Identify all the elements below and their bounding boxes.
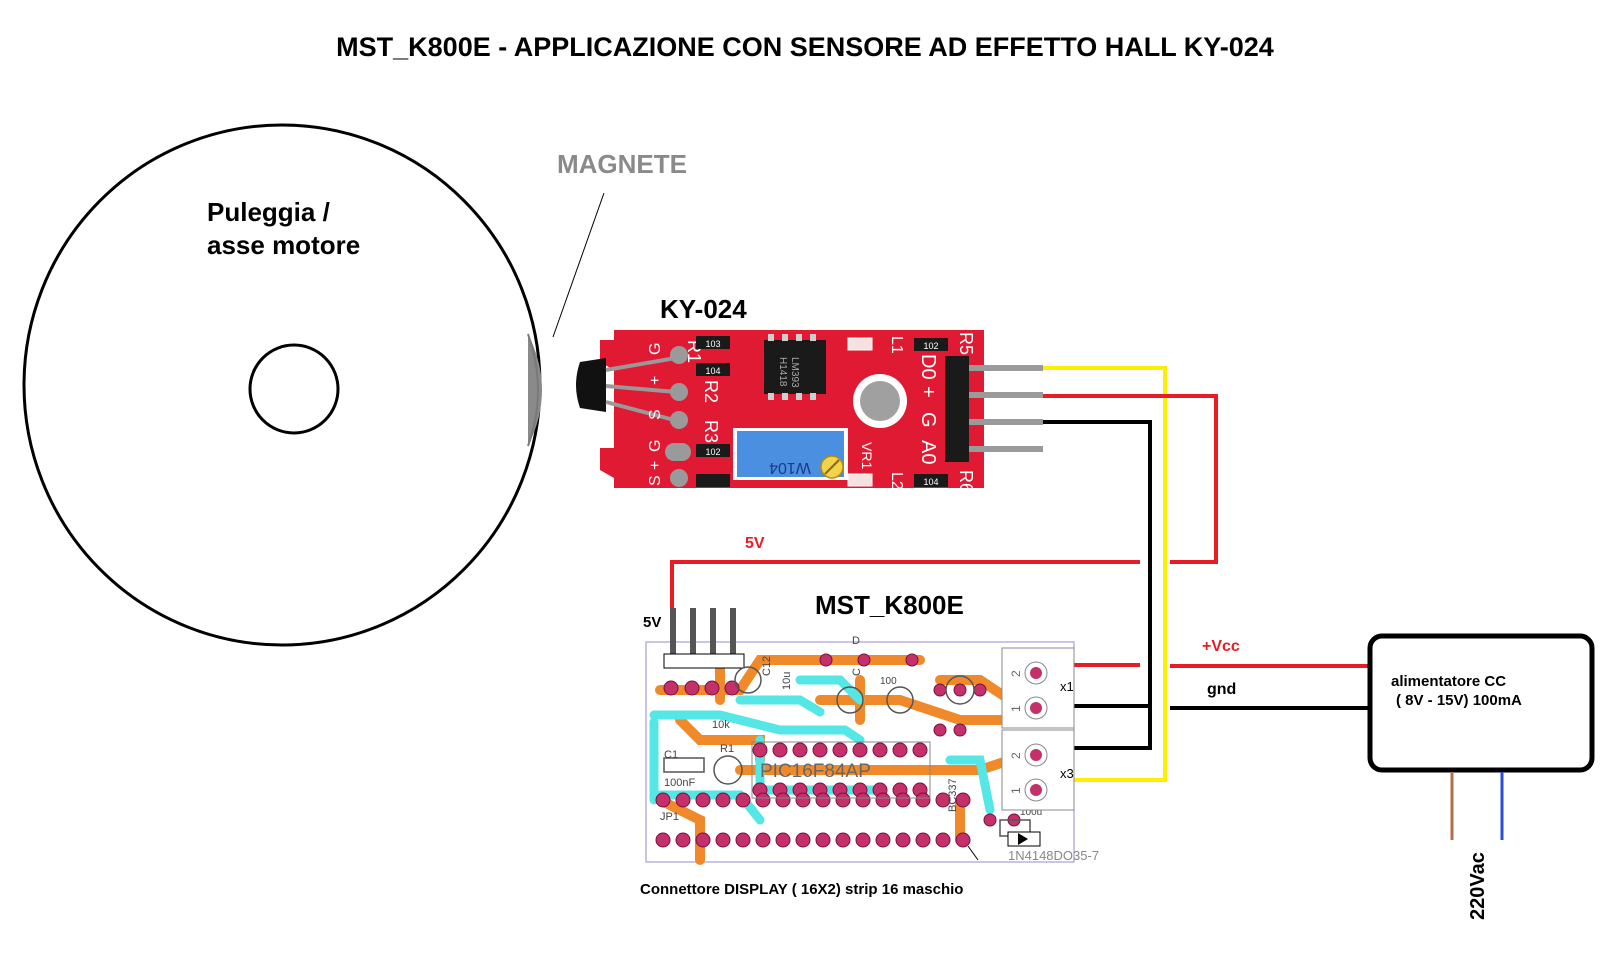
sensor-wires (670, 366, 1368, 782)
svg-text:JP1: JP1 (660, 811, 679, 823)
svg-text:R6: R6 (956, 470, 976, 493)
sensor-name: KY-024 (660, 294, 747, 324)
svg-text:H1418: H1418 (777, 357, 788, 387)
svg-text:102: 102 (923, 341, 938, 351)
svg-text:100: 100 (880, 676, 897, 687)
svg-text:A0: A0 (917, 440, 939, 464)
wire-label-5v-top: 5V (745, 535, 765, 552)
svg-text:100nF: 100nF (664, 777, 695, 789)
terminal-block-x1 (1001, 647, 1075, 729)
svg-text:102: 102 (705, 447, 720, 457)
pcb-header (663, 608, 745, 669)
svg-text:R1: R1 (720, 743, 734, 755)
psu-label-1: alimentatore CC (1391, 673, 1506, 690)
mst-k800e-pcb: PIC16F84AP C1 100nF C12 10u R1 10k JP1 B… (645, 608, 1099, 865)
svg-text:100u: 100u (1020, 807, 1042, 818)
svg-text:G: G (917, 412, 939, 428)
svg-text:D: D (852, 635, 860, 647)
lm393-chip: LM393 H1418 (764, 334, 826, 400)
svg-text:LM393: LM393 (789, 357, 800, 388)
svg-text:x3: x3 (1060, 766, 1074, 781)
pulley-label-1: Puleggia / (207, 197, 330, 227)
wire-label-vcc: +Vcc (1202, 638, 1240, 655)
diode-label: 1N4148DO35-7 (1008, 848, 1099, 863)
display-connector-label: Connettore DISPLAY ( 16X2) strip 16 masc… (640, 881, 963, 898)
svg-text:+: + (917, 386, 939, 398)
svg-text:C: C (851, 668, 863, 676)
trimmer-potentiometer: W104 (733, 428, 848, 480)
svg-text:BC337: BC337 (947, 778, 959, 812)
wire-label-gnd: gnd (1207, 681, 1236, 698)
terminal-block-x3 (1001, 729, 1075, 811)
svg-text:C1: C1 (664, 749, 678, 761)
svg-text:G: G (647, 343, 664, 355)
diagram-title: MST_K800E - APPLICAZIONE CON SENSORE AD … (336, 32, 1274, 62)
svg-text:R2: R2 (701, 380, 721, 403)
magnet-label: MAGNETE (557, 149, 687, 179)
pic-outline (751, 741, 931, 799)
svg-text:L2: L2 (888, 472, 905, 490)
svg-text:L1: L1 (888, 336, 905, 354)
svg-text:104: 104 (923, 477, 938, 487)
ky024-board: G + S G + S R1 R2 R3 R5 R6 L1 L2 VR1 103… (576, 330, 1043, 493)
wire-label-5v-left: 5V (643, 614, 661, 631)
magnet (528, 334, 542, 446)
svg-text:W104: W104 (769, 459, 811, 476)
svg-text:2: 2 (1009, 752, 1023, 759)
svg-text:S: S (647, 475, 664, 486)
pcb-pads (655, 653, 1021, 848)
svg-text:G: G (647, 440, 664, 452)
svg-text:104: 104 (705, 366, 720, 376)
board-name: MST_K800E (815, 590, 964, 620)
svg-text:103: 103 (705, 339, 720, 349)
svg-text:2: 2 (1009, 670, 1023, 677)
pic-label: PIC16F84AP (760, 761, 871, 782)
svg-text:x1: x1 (1060, 679, 1074, 694)
hall-sensor (576, 358, 606, 412)
svg-text:1: 1 (1009, 705, 1023, 712)
svg-text:VR1: VR1 (859, 442, 875, 469)
svg-text:C12: C12 (761, 656, 773, 676)
svg-text:10u: 10u (781, 672, 793, 690)
shaft-hole (248, 343, 340, 435)
svg-text:+: + (647, 461, 664, 470)
mains-label: 220Vac (1467, 852, 1489, 920)
svg-text:S: S (647, 409, 664, 420)
pulley-label-2: asse motore (207, 230, 360, 260)
svg-text:+: + (647, 376, 664, 385)
svg-text:D0: D0 (917, 354, 939, 380)
svg-text:R5: R5 (956, 332, 976, 355)
power-supply (1367, 633, 1595, 773)
svg-text:R3: R3 (701, 420, 721, 443)
svg-text:1: 1 (1009, 787, 1023, 794)
magnet-pointer-line (552, 192, 605, 338)
psu-label-2: ( 8V - 15V) 100mA (1396, 692, 1522, 709)
svg-text:10k: 10k (712, 719, 730, 731)
